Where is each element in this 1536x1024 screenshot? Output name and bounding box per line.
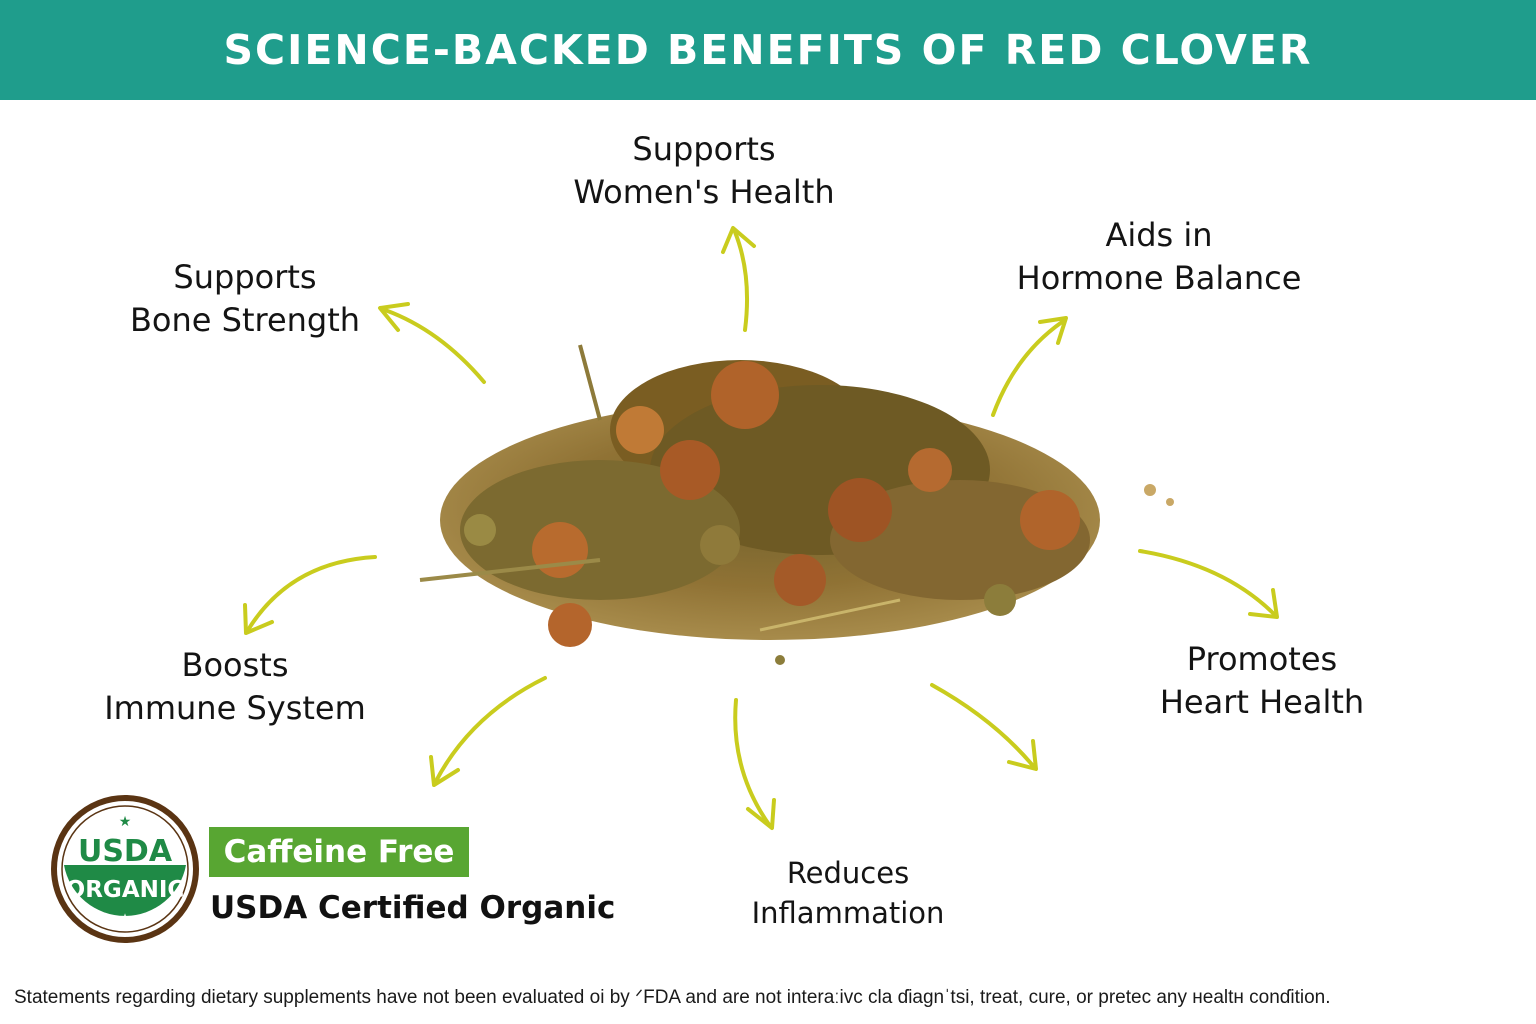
- benefit-line1: Aids in: [1105, 216, 1213, 254]
- benefit-inflammation: Reduces Inflammation: [728, 853, 968, 933]
- usda-organic-seal-icon: USDA ORGANIC ★ ★: [51, 795, 199, 943]
- usda-certified-label: USDA Certified Organic: [210, 890, 616, 926]
- benefit-line2: Bone Strength: [129, 301, 361, 339]
- benefit-line1: Boosts: [181, 646, 289, 684]
- benefit-line2: Heart Health: [1159, 683, 1365, 721]
- seal-star-icon-bottom: ★: [120, 911, 131, 925]
- benefit-hormone-balance: Aids in Hormone Balance: [1004, 214, 1314, 300]
- arrow-heart-health: [1138, 549, 1279, 619]
- benefit-line2: Women's Health: [573, 173, 835, 211]
- benefit-line2: Hormone Balance: [1016, 259, 1302, 297]
- benefit-line2: Immune System: [104, 689, 366, 727]
- header-banner: SCIENCE-BACKED BENEFITS OF RED CLOVER: [0, 0, 1536, 100]
- seal-organic-text: ORGANIC: [66, 877, 185, 903]
- seal-star-icon: ★: [119, 814, 132, 830]
- arrow-bone-strength: [378, 302, 486, 384]
- arrow-to-badges: [429, 676, 547, 787]
- caffeine-free-badge: Caffeine Free: [209, 827, 469, 877]
- benefit-bone-strength: Supports Bone Strength: [110, 256, 380, 342]
- red-clover-pile-image: [419, 344, 1174, 665]
- benefit-line1: Reduces: [786, 856, 910, 890]
- arrow-womens-health: [721, 226, 756, 332]
- page-title: SCIENCE-BACKED BENEFITS OF RED CLOVER: [223, 26, 1313, 74]
- seal-usda-text: USDA: [78, 834, 173, 869]
- benefit-line1: Supports: [173, 258, 317, 296]
- arrow-hormone-balance: [991, 316, 1068, 417]
- benefit-womens-health: Supports Women's Health: [554, 128, 854, 214]
- fda-disclaimer: Statements regarding dietary supplements…: [14, 987, 1331, 1008]
- arrow-to-inflammation-right: [930, 683, 1038, 771]
- benefit-heart-health: Promotes Heart Health: [1132, 638, 1392, 724]
- arrow-immune-system: [243, 555, 377, 635]
- arrow-inflammation: [733, 698, 776, 830]
- benefit-line1: Supports: [632, 130, 776, 168]
- benefit-line1: Promotes: [1186, 640, 1338, 678]
- benefit-line2: Inflammation: [751, 896, 945, 930]
- benefit-immune-system: Boosts Immune System: [100, 644, 370, 730]
